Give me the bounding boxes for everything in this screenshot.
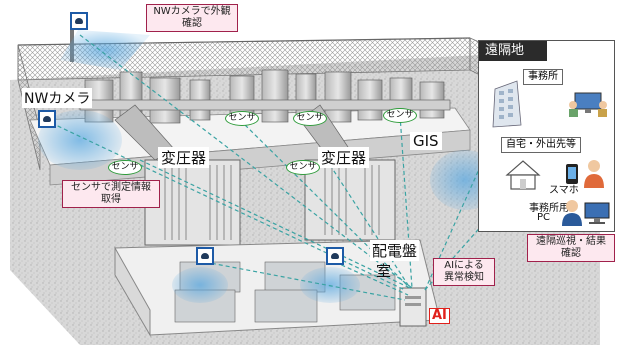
- camera-icon: [196, 247, 214, 265]
- camera-view-room-1: [172, 267, 228, 303]
- gis-label: GIS: [410, 132, 442, 150]
- callout-remote-patrol: 遠隔巡視・結果 確認: [527, 234, 615, 262]
- callout-line: 確認: [150, 18, 234, 30]
- callout-line: 遠隔巡視・結果: [531, 236, 611, 248]
- callout-line: 取得: [66, 194, 156, 206]
- person-icon: [561, 199, 583, 227]
- callout-line: 確認: [531, 248, 611, 260]
- home-outside-label: 自宅・外出先等: [501, 137, 581, 153]
- office-pc-label-line2: PC: [537, 212, 550, 223]
- office-label: 事務所: [523, 69, 563, 85]
- sensor-badge: センサ: [383, 108, 417, 123]
- remote-site-title: 遠隔地: [479, 41, 547, 61]
- transformer-2-label: 変圧器: [318, 147, 369, 168]
- sensor-badge: センサ: [286, 160, 320, 175]
- callout-line: センサで測定情報: [66, 182, 156, 194]
- camera-icon: [38, 110, 56, 128]
- nw-camera-label: NWカメラ: [22, 88, 92, 108]
- ai-server: [400, 288, 426, 326]
- sensor-badge: センサ: [225, 111, 259, 126]
- callout-line: NWカメラで外観: [150, 6, 234, 18]
- switchboard-room-label-line2: 室: [376, 260, 391, 281]
- camera-icon: [326, 247, 344, 265]
- smartphone-label: スマホ: [549, 181, 579, 196]
- monitor-icon: [567, 91, 607, 119]
- ai-badge: AI: [429, 308, 450, 324]
- callout-ai-detect: AIによる 異常検知: [433, 258, 495, 286]
- callout-line: AIによる: [437, 260, 491, 272]
- person-icon: [583, 159, 605, 189]
- remote-site-panel: 遠隔地 事務所 自宅・外出先等 スマホ 事務所用 PC: [478, 40, 615, 232]
- callout-camera-check: NWカメラで外観 確認: [146, 4, 238, 32]
- transformer-1-label: 変圧器: [158, 147, 209, 168]
- camera-icon: [70, 12, 88, 30]
- house-icon: [505, 159, 541, 191]
- callout-sensor-measure: センサで測定情報 取得: [62, 180, 160, 208]
- pc-icon: [583, 201, 611, 225]
- switchboard-room-label-line1: 配電盤: [370, 240, 419, 261]
- sensor-badge: センサ: [293, 111, 327, 126]
- camera-view-room-2: [300, 267, 360, 303]
- building-icon: [487, 79, 527, 129]
- callout-line: 異常検知: [437, 272, 491, 284]
- sensor-badge: センサ: [108, 160, 142, 175]
